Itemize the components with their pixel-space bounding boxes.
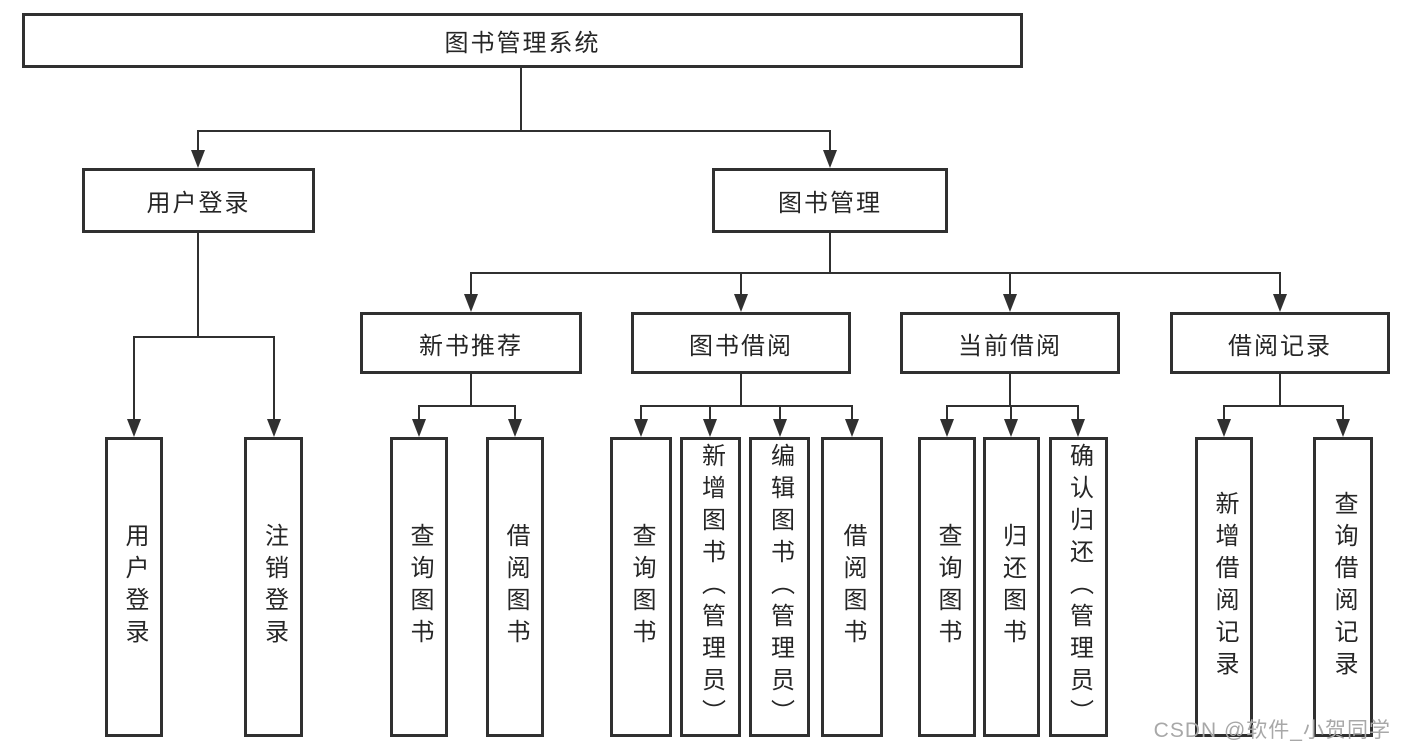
leaf-user-login: 用户登录 — [105, 437, 163, 737]
connector-arrow-shaft — [1342, 405, 1344, 419]
arrowhead-down-icon — [703, 419, 717, 437]
arrowhead-down-icon — [773, 419, 787, 437]
leaf-label: 确认归还（管理员） — [1065, 443, 1093, 731]
arrowhead-down-icon — [1273, 294, 1287, 312]
arrowhead-down-icon — [1217, 419, 1231, 437]
connector-arrow-shaft — [273, 336, 275, 419]
leaf-label: 查询图书 — [934, 523, 961, 651]
connector-arrow-shaft — [1223, 405, 1225, 419]
arrowhead-down-icon — [1336, 419, 1350, 437]
arrowhead-down-icon — [464, 294, 478, 312]
connector-arrow-shaft — [1077, 405, 1079, 419]
connector-arrow-shaft — [740, 272, 742, 294]
node-label: 新书推荐 — [419, 332, 523, 360]
node-book-management: 图书管理 — [712, 168, 948, 233]
node-user-login: 用户登录 — [82, 168, 315, 233]
connector-records-stub — [1279, 374, 1281, 405]
connector-arrow-shaft — [779, 405, 781, 419]
connector-bookmgmt-stub — [829, 233, 831, 272]
arrowhead-down-icon — [508, 419, 522, 437]
leaf-label: 编辑图书（管理员） — [766, 443, 794, 731]
leaf-add-borrow-record: 新增借阅记录 — [1195, 437, 1253, 737]
connector-borrowing-hline — [640, 405, 853, 407]
connector-arrow-shaft — [851, 405, 853, 419]
connector-arrow-shaft — [470, 272, 472, 294]
leaf-label: 归还图书 — [998, 523, 1026, 651]
connector-arrow-shaft — [829, 130, 831, 152]
connector-arrow-shaft — [418, 405, 420, 419]
connector-userlogin-hline — [133, 336, 275, 338]
leaf-label: 查询图书 — [628, 523, 655, 651]
leaf-logout: 注销登录 — [244, 437, 303, 737]
leaf-label: 查询借阅记录 — [1330, 491, 1357, 683]
leaf-label: 查询图书 — [406, 523, 433, 651]
connector-arrow-shaft — [946, 405, 948, 419]
leaf-label: 注销登录 — [260, 523, 288, 651]
leaf-query-borrow-record: 查询借阅记录 — [1313, 437, 1373, 737]
leaf-query-books-borrow: 查询图书 — [610, 437, 672, 737]
leaf-add-book-admin: 新增图书（管理员） — [680, 437, 741, 737]
leaf-label: 借阅图书 — [502, 523, 529, 651]
leaf-label: 用户登录 — [121, 523, 148, 651]
node-label: 用户登录 — [146, 190, 251, 217]
node-label: 图书管理 — [778, 190, 882, 217]
arrowhead-down-icon — [734, 294, 748, 312]
arrowhead-down-icon — [412, 419, 426, 437]
leaf-query-books-current: 查询图书 — [918, 437, 976, 737]
arrowhead-down-icon — [191, 150, 205, 168]
connector-current-stub — [1009, 374, 1011, 405]
arrowhead-down-icon — [1003, 294, 1017, 312]
connector-arrow-shaft — [640, 405, 642, 419]
connector-borrowing-stub — [740, 374, 742, 405]
leaf-borrow-books: 借阅图书 — [821, 437, 883, 737]
node-current-borrowing: 当前借阅 — [900, 312, 1120, 374]
arrowhead-down-icon — [845, 419, 859, 437]
arrowhead-down-icon — [1071, 419, 1085, 437]
node-label: 图书借阅 — [689, 332, 793, 360]
connector-bookmgmt-hline — [470, 272, 1281, 274]
arrowhead-down-icon — [940, 419, 954, 437]
arrowhead-down-icon — [634, 419, 648, 437]
arrowhead-down-icon — [823, 150, 837, 168]
leaf-label: 借阅图书 — [839, 523, 866, 651]
arrowhead-down-icon — [127, 419, 141, 437]
arrowhead-down-icon — [1004, 419, 1018, 437]
node-borrowing-records: 借阅记录 — [1170, 312, 1390, 374]
leaf-label: 新增图书（管理员） — [697, 443, 725, 731]
connector-root-hline — [197, 130, 831, 132]
connector-newbook-stub — [470, 374, 472, 405]
node-label: 借阅记录 — [1228, 332, 1332, 360]
connector-arrow-shaft — [1009, 272, 1011, 294]
connector-userlogin-stub — [197, 233, 199, 336]
csdn-watermark: CSDN @软件_小贺同学 — [1153, 719, 1391, 742]
leaf-confirm-return-admin: 确认归还（管理员） — [1049, 437, 1108, 737]
connector-arrow-shaft — [1279, 272, 1281, 294]
node-label: 图书管理系统 — [444, 30, 601, 57]
node-new-book-recommendation: 新书推荐 — [360, 312, 582, 374]
connector-newbook-hline — [418, 405, 516, 407]
connector-arrow-shaft — [197, 130, 199, 152]
connector-arrow-shaft — [709, 405, 711, 419]
node-label: 当前借阅 — [958, 332, 1062, 360]
connector-arrow-shaft — [133, 336, 135, 419]
node-library-management-system: 图书管理系统 — [22, 13, 1023, 68]
connector-arrow-shaft — [514, 405, 516, 419]
connector-arrow-shaft — [1010, 405, 1012, 419]
connector-current-hline — [946, 405, 1079, 407]
leaf-query-books-recommend: 查询图书 — [390, 437, 448, 737]
leaf-return-books: 归还图书 — [983, 437, 1040, 737]
arrowhead-down-icon — [267, 419, 281, 437]
connector-records-hline — [1223, 405, 1344, 407]
leaf-edit-book-admin: 编辑图书（管理员） — [749, 437, 810, 737]
leaf-borrow-books-recommend: 借阅图书 — [486, 437, 544, 737]
leaf-label: 新增借阅记录 — [1211, 491, 1238, 683]
connector-root-stub — [520, 67, 522, 130]
node-book-borrowing: 图书借阅 — [631, 312, 851, 374]
